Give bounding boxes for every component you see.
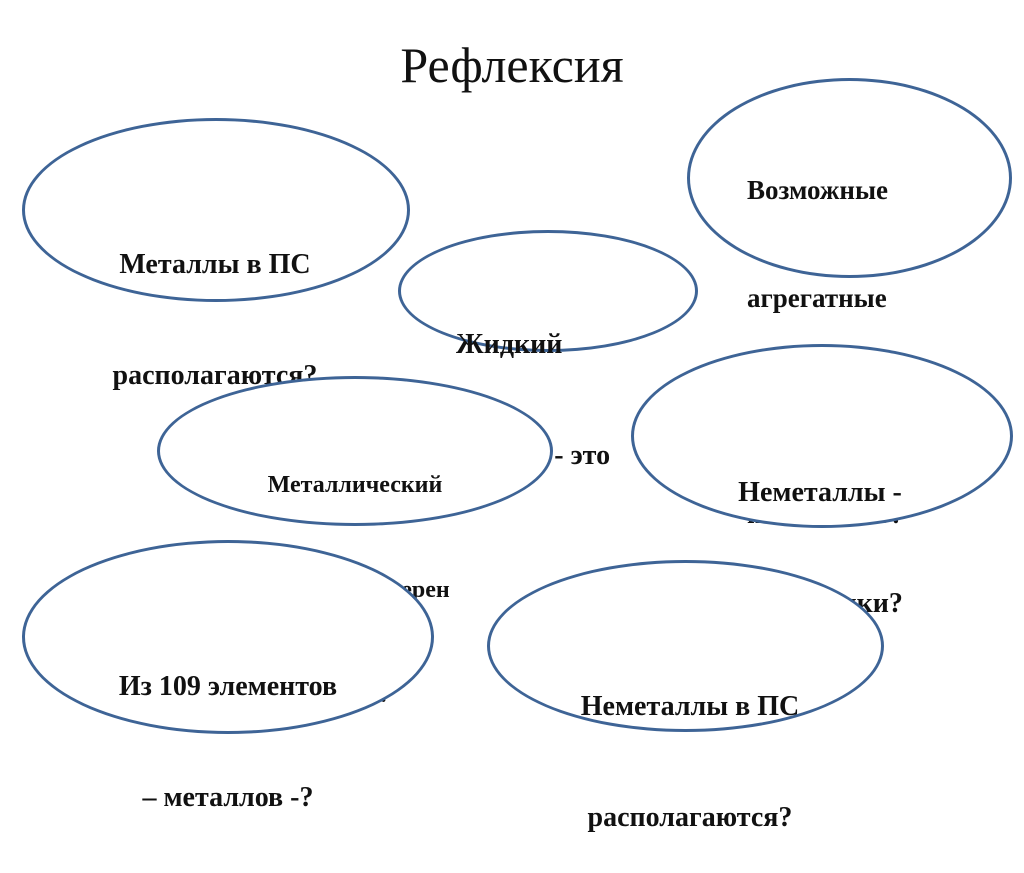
- bubble-metal-count-text: Из 109 элементов – металлов -?: [70, 594, 386, 853]
- text-line: Неметаллы в ПС: [580, 691, 800, 722]
- text-line: располагаются?: [587, 802, 793, 833]
- bubble-nonmetals-location: [487, 560, 884, 732]
- text-line: Металлический: [267, 472, 443, 498]
- bubble-metals-location-text: Металлы в ПС располагаются?: [60, 172, 370, 431]
- bubble-metals-location: [22, 118, 410, 302]
- bubble-nonmetal-states: [687, 78, 1012, 278]
- text-line: Жидкий: [456, 329, 563, 360]
- text-line: Неметаллы -: [738, 477, 902, 508]
- bubble-metal-count: [22, 540, 434, 734]
- text-line: – металлов -?: [142, 782, 314, 813]
- bubble-liquid-metal: [398, 230, 698, 352]
- text-line: Возможные: [747, 175, 889, 205]
- text-line: Из 109 элементов: [118, 671, 338, 702]
- bubble-metallic-luster: [157, 376, 553, 526]
- bubble-nonmetal-conductors: [631, 344, 1013, 528]
- text-line: Металлы в ПС: [119, 249, 311, 280]
- slide-title: Рефлексия: [400, 37, 624, 93]
- text-line: агрегатные: [747, 283, 887, 313]
- bubble-nonmetals-location-text: Неметаллы в ПС располагаются?: [540, 614, 840, 873]
